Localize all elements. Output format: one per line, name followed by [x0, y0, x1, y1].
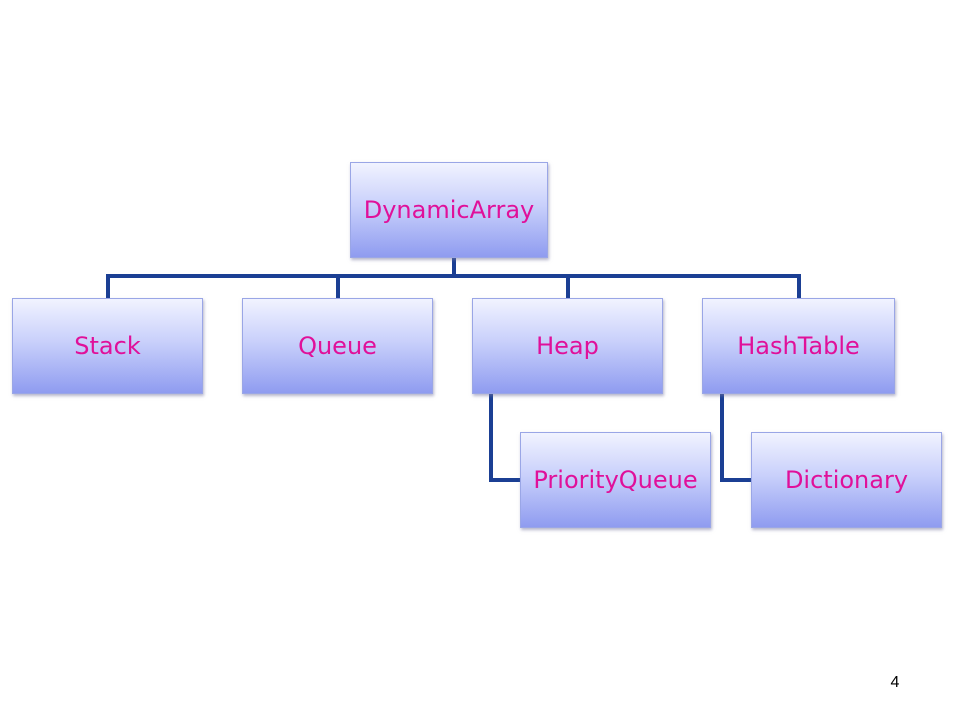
connector-heap-to-priorityqueue	[489, 390, 522, 482]
node-priorityqueue-label: PriorityQueue	[533, 466, 698, 494]
node-dynamicarray-label: DynamicArray	[363, 196, 535, 224]
node-queue: Queue	[242, 298, 433, 394]
node-queue-label: Queue	[298, 332, 377, 360]
connector-hashtable-to-dictionary	[720, 390, 753, 482]
node-dictionary: Dictionary	[751, 432, 942, 528]
node-dynamicarray: DynamicArray	[350, 162, 548, 258]
node-heap: Heap	[472, 298, 663, 394]
node-hashtable: HashTable	[702, 298, 895, 394]
node-priorityqueue: PriorityQueue	[520, 432, 711, 528]
node-heap-label: Heap	[536, 332, 599, 360]
node-stack-label: Stack	[74, 332, 141, 360]
node-dictionary-label: Dictionary	[784, 466, 909, 494]
page-number: 4	[890, 674, 900, 691]
node-stack: Stack	[12, 298, 203, 394]
node-hashtable-label: HashTable	[737, 332, 860, 360]
